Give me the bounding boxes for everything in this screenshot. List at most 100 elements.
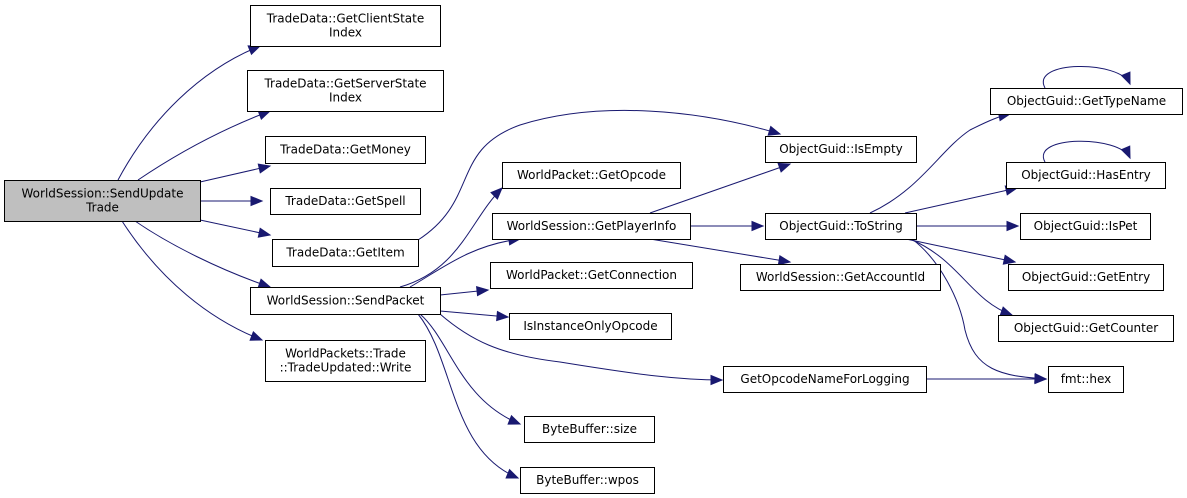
arrowhead-icon — [999, 306, 1014, 317]
arrowhead-icon — [247, 45, 262, 56]
edge-line — [399, 187, 503, 288]
node-spell[interactable]: TradeData::GetSpell — [270, 188, 421, 215]
node-getopname[interactable]: GetOpcodeNameForLogging — [723, 366, 927, 393]
nodes-layer: WorldSession::SendUpdateTradeTradeData::… — [4, 5, 1183, 494]
node-box — [250, 5, 441, 47]
node-box — [524, 416, 655, 443]
node-box — [765, 213, 917, 240]
arrowhead-icon — [767, 125, 782, 136]
node-label: ObjectGuid::HasEntry — [1021, 168, 1151, 182]
node-write[interactable]: WorldPackets::Trade::TradeUpdated::Write — [265, 340, 426, 382]
node-hasentry[interactable]: ObjectGuid::HasEntry — [1006, 162, 1166, 189]
node-getcounter[interactable]: ObjectGuid::GetCounter — [998, 315, 1174, 342]
node-item[interactable]: TradeData::GetItem — [272, 239, 419, 267]
node-isinstance[interactable]: IsInstanceOnlyOpcode — [509, 313, 672, 340]
node-size[interactable]: ByteBuffer::size — [524, 416, 655, 443]
node-getentry[interactable]: ObjectGuid::GetEntry — [1008, 264, 1164, 291]
node-ispet[interactable]: ObjectGuid::IsPet — [1020, 213, 1151, 240]
node-wpos[interactable]: ByteBuffer::wpos — [520, 467, 655, 494]
node-box — [272, 239, 419, 267]
node-label: ObjectGuid::GetTypeName — [1007, 94, 1166, 108]
node-label: TradeData::GetServerState — [263, 77, 426, 91]
node-label: TradeData::GetMoney — [279, 143, 411, 157]
edge-line — [911, 238, 1047, 380]
node-label: Index — [329, 91, 362, 105]
node-label: WorldSession::GetPlayerInfo — [507, 219, 677, 233]
node-label: WorldPacket::GetConnection — [506, 268, 677, 282]
arrowhead-icon — [1002, 254, 1017, 265]
edge-line — [904, 187, 1018, 214]
node-isempty[interactable]: ObjectGuid::IsEmpty — [765, 136, 917, 163]
edge-line — [199, 165, 271, 183]
node-getplayerinfo[interactable]: WorldSession::GetPlayerInfo — [492, 213, 691, 240]
arrowhead-icon — [250, 195, 264, 207]
node-box — [490, 262, 693, 289]
node-typename[interactable]: ObjectGuid::GetTypeName — [990, 88, 1183, 115]
edge-hasentry-to-hasentry — [1042, 140, 1131, 163]
arrowhead-icon — [257, 278, 272, 289]
arrowhead-icon — [249, 330, 264, 341]
node-box — [1020, 213, 1151, 240]
arrowhead-icon — [507, 414, 522, 425]
node-label: WorldSession::SendPacket — [267, 294, 425, 308]
node-label: WorldSession::GetAccountId — [756, 270, 925, 284]
edge-getplayerinfo-to-isempty — [649, 162, 792, 214]
node-label: TradeData::GetClientState — [266, 12, 424, 26]
node-accountid[interactable]: WorldSession::GetAccountId — [740, 264, 941, 291]
edge-line — [417, 109, 781, 241]
arrowhead-icon — [1120, 71, 1131, 86]
node-label: fmt::hex — [1061, 372, 1112, 386]
arrowhead-icon — [490, 187, 503, 200]
arrowhead-icon — [1006, 220, 1020, 232]
edge-line — [909, 238, 1013, 316]
node-getopcode[interactable]: WorldPacket::GetOpcode — [502, 162, 681, 189]
edge-sendpacket-to-getopcode — [399, 187, 503, 288]
node-hex[interactable]: fmt::hex — [1048, 366, 1124, 393]
edge-line — [409, 238, 521, 288]
node-sendpacket[interactable]: WorldSession::SendPacket — [250, 287, 441, 315]
node-label: ::TradeUpdated::Write — [280, 361, 412, 375]
node-box — [4, 180, 201, 222]
node-box — [765, 136, 917, 163]
node-label: WorldPackets::Trade — [285, 347, 406, 361]
node-money[interactable]: TradeData::GetMoney — [265, 136, 426, 164]
node-label: TradeData::GetItem — [285, 246, 404, 260]
node-box — [520, 467, 655, 494]
edge-typename-to-typename — [1042, 65, 1131, 89]
node-label: TradeData::GetSpell — [284, 194, 405, 208]
arrowhead-icon — [1034, 373, 1048, 385]
edge-line — [417, 313, 519, 479]
arrowhead-icon — [777, 254, 792, 266]
edge-root-to-item — [199, 219, 272, 238]
node-box — [502, 162, 681, 189]
edge-root-to-money — [199, 163, 272, 183]
edge-tostring-to-getentry — [905, 238, 1017, 265]
edge-line — [869, 113, 1011, 214]
arrowhead-icon — [505, 468, 520, 479]
edge-line — [199, 219, 271, 236]
edges-layer — [117, 45, 1131, 479]
node-tostring[interactable]: ObjectGuid::ToString — [765, 213, 917, 240]
arrowhead-icon — [257, 227, 272, 238]
node-getconnection[interactable]: WorldPacket::GetConnection — [490, 262, 693, 289]
edge-tostring-to-ispet — [916, 220, 1020, 232]
edge-sendpacket-to-wpos — [417, 313, 520, 479]
edge-line — [1042, 140, 1131, 163]
node-box — [509, 313, 672, 340]
edge-line — [117, 45, 261, 181]
edge-sendpacket-to-getopname — [439, 313, 724, 386]
node-box — [265, 340, 426, 382]
node-label: ByteBuffer::wpos — [536, 473, 639, 487]
edge-tostring-to-hasentry — [904, 185, 1019, 214]
node-box — [740, 264, 941, 291]
edge-line — [1042, 65, 1131, 89]
node-box — [270, 188, 421, 215]
node-box — [492, 213, 691, 240]
node-label: ObjectGuid::GetEntry — [1022, 270, 1150, 284]
node-box — [1048, 366, 1124, 393]
edge-sendpacket-to-getconnection — [439, 285, 490, 297]
node-box — [990, 88, 1183, 115]
